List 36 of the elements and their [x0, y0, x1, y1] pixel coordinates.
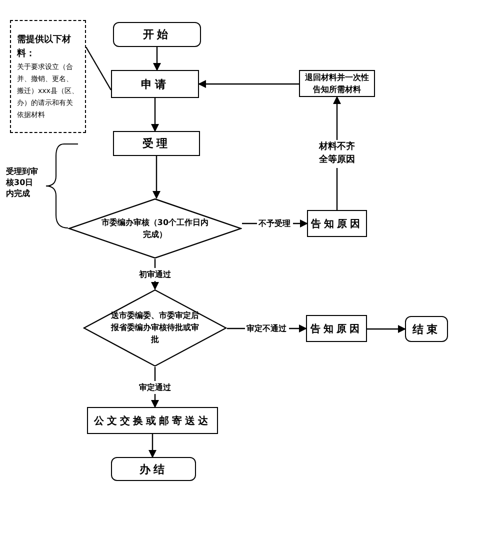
edge-label: 审定通过: [137, 380, 173, 394]
arrow: [151, 98, 159, 132]
node-label: 告知原因: [311, 218, 363, 230]
edge-label: 初审通过: [137, 268, 173, 280]
terminal-box: [111, 457, 196, 481]
arrow: [148, 434, 156, 458]
note-box: [10, 20, 86, 133]
node-label: 公文交换或邮寄送达: [94, 414, 211, 428]
decision-diamond: [83, 289, 227, 367]
node-label: 受理: [142, 136, 170, 151]
node-label: 退回材料并一次性告知所需材料: [304, 72, 370, 96]
leader-line: [85, 46, 112, 90]
node-label: 告知原因: [310, 322, 362, 336]
node-label: 市委编办审核（30个工作日内完成）: [101, 216, 209, 240]
brace-label: 受理到审核30日内完成: [6, 166, 39, 199]
decision-diamond: [68, 198, 242, 259]
arrow: [152, 156, 160, 199]
node-label: 送市委编委、市委审定后报省委编办审核待批或审批: [110, 310, 200, 346]
node-label: 开始: [143, 27, 171, 42]
process-box: [306, 315, 367, 342]
node-label: 申请: [141, 76, 169, 92]
arrow: [198, 80, 299, 88]
note-heading: 需提供以下材料：: [17, 33, 72, 61]
arrow: [367, 325, 406, 333]
process-box: [87, 407, 218, 434]
node-label: 办结: [140, 462, 168, 476]
arrow: [153, 47, 161, 71]
process-box: [113, 131, 200, 156]
process-box: [307, 210, 367, 237]
process-box: [299, 70, 375, 97]
process-box: [111, 70, 199, 98]
terminal-box: [113, 22, 201, 47]
edge-label: 审定不通过: [244, 322, 288, 335]
terminal-box: [405, 316, 448, 342]
node-label: 结束: [412, 322, 440, 336]
edge-label: 不予受理: [256, 217, 292, 230]
